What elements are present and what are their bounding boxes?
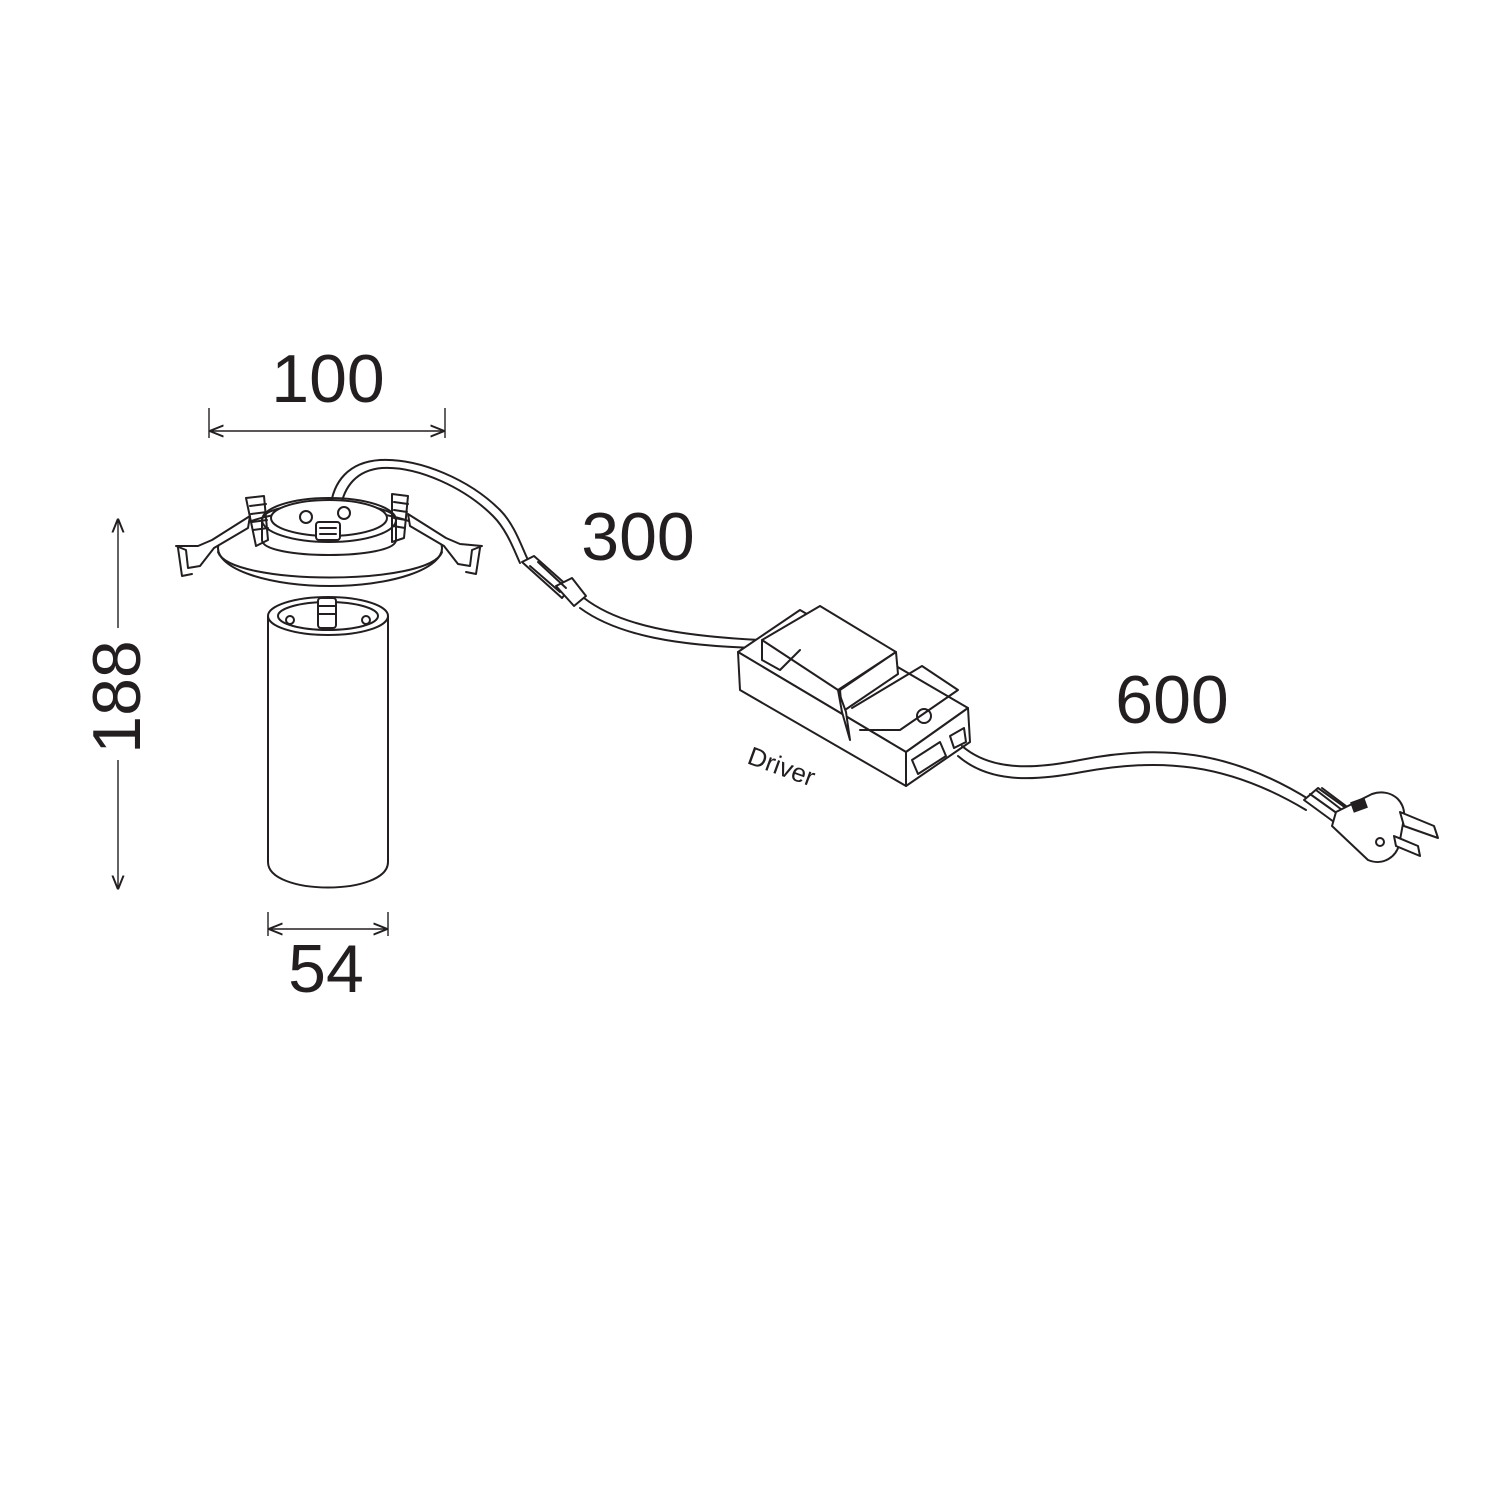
driver-indicator — [916, 708, 932, 724]
cable-gland — [315, 521, 341, 541]
plug-earth-hole — [1375, 837, 1385, 847]
screw-right — [337, 506, 351, 520]
dimension-188: 188 — [79, 520, 155, 888]
driver-box: Driver — [737, 605, 971, 792]
spring-clip-left — [175, 495, 269, 577]
supply-cord-600 — [957, 745, 1311, 811]
inline-connector — [521, 555, 587, 607]
dimension-label-600: 600 — [1115, 662, 1228, 738]
dimension-54: 54 — [267, 912, 389, 1007]
dimension-label-300: 300 — [581, 499, 694, 575]
lead-cable-300 — [329, 458, 529, 564]
power-plug — [1303, 787, 1439, 863]
dimension-label-54: 54 — [288, 931, 364, 1007]
plug-logo-mark — [1350, 797, 1368, 813]
driver-end-face — [905, 707, 971, 787]
plug-pin-bottom — [1393, 835, 1421, 857]
driver-label: Driver — [744, 740, 820, 792]
plug-pin-top — [1399, 811, 1439, 839]
trim-ring — [175, 493, 483, 587]
driver-input-cable — [579, 597, 761, 649]
dimension-label-188: 188 — [79, 640, 155, 753]
screw-left — [299, 510, 313, 524]
dimension-100: 100 — [208, 341, 446, 438]
cylinder-body — [267, 596, 389, 889]
spring-clip-right — [391, 493, 483, 575]
dimension-label-100: 100 — [271, 341, 384, 417]
